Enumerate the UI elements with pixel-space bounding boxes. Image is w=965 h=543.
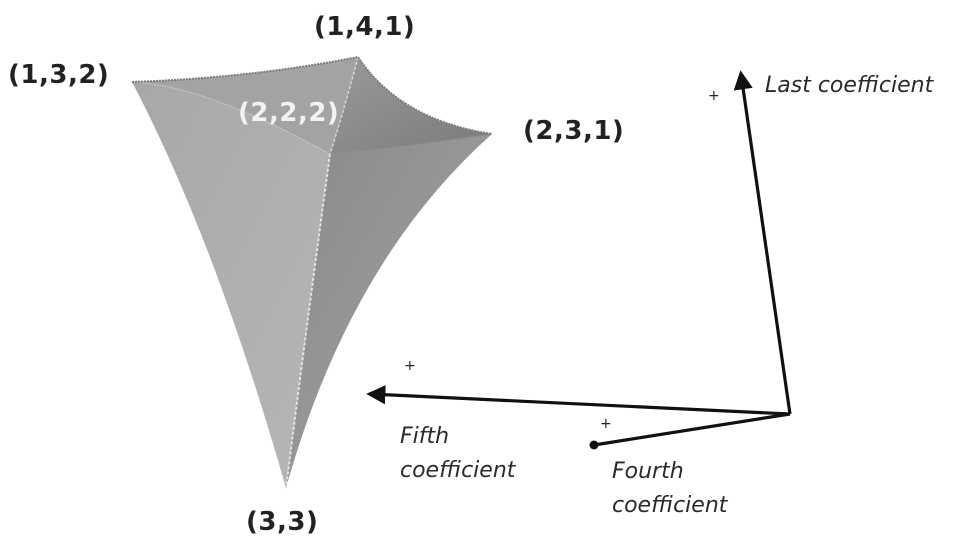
edge-222-to-231 — [329, 133, 493, 155]
vertex-label-132: (1,3,2) — [8, 60, 110, 90]
last-coefficient-label: Last coefficient — [765, 69, 933, 103]
last-coefficient-sign: + — [708, 88, 720, 104]
fifth-coefficient-label-line1: Fifth — [400, 424, 450, 449]
edge-132-to-222 — [131, 81, 331, 155]
fourth-coefficient-label-line1: Fourth — [612, 459, 684, 484]
vertex-label-231: (2,3,1) — [523, 116, 625, 146]
vertex-label-33: (3,3) — [246, 507, 319, 537]
fourth-coefficient-axis — [593, 412, 791, 447]
edge-141-to-222 — [329, 56, 359, 155]
vertex-label-222: (2,2,2) — [238, 98, 340, 128]
edge-top-jagged — [131, 55, 493, 135]
vertex-label-141: (1,4,1) — [314, 12, 416, 42]
fifth-coefficient-label: Fifth coefficient — [400, 420, 515, 488]
edge-222-to-33 — [285, 153, 331, 489]
last-coefficient-arrow — [733, 70, 792, 415]
face-top-right — [330, 57, 492, 154]
face-right — [286, 134, 492, 488]
fifth-coefficient-arrow — [366, 385, 791, 416]
fourth-coefficient-endpoint — [589, 440, 599, 450]
last-coefficient-label-text: Last coefficient — [765, 73, 934, 98]
fifth-coefficient-label-line2: coefficient — [400, 458, 516, 483]
fourth-coefficient-label-line2: coefficient — [612, 493, 728, 518]
face-left — [132, 82, 330, 488]
fourth-coefficient-label: Fourth coefficient — [612, 455, 727, 523]
fifth-coefficient-sign: + — [404, 358, 416, 374]
face-top-left — [132, 57, 358, 154]
fourth-coefficient-sign: + — [600, 416, 612, 432]
